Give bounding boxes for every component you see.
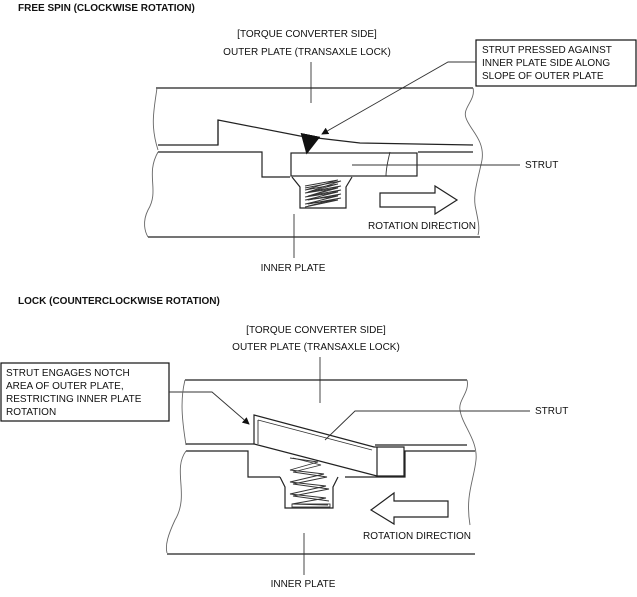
bottom-outer-plate-label: OUTER PLATE (TRANSAXLE LOCK) — [232, 342, 400, 353]
bottom-outer-plate — [181, 379, 477, 526]
bottom-rotation-label: ROTATION DIRECTION — [363, 531, 471, 542]
top-strut-label: STRUT — [525, 160, 558, 171]
top-outer-plate-label: OUTER PLATE (TRANSAXLE LOCK) — [223, 47, 391, 58]
bottom-callout-line-1: STRUT ENGAGES NOTCH — [6, 368, 130, 379]
top-callout-leader — [321, 61, 476, 135]
top-push-arrow-icon — [300, 132, 321, 155]
free-spin-diagram: FREE SPIN (CLOCKWISE ROTATION) [TORQUE C… — [18, 3, 637, 274]
free-spin-title: FREE SPIN (CLOCKWISE ROTATION) — [18, 3, 195, 14]
top-side-label: [TORQUE CONVERTER SIDE] — [237, 29, 377, 40]
top-callout-line-1: STRUT PRESSED AGAINST — [482, 45, 612, 56]
bottom-side-label: [TORQUE CONVERTER SIDE] — [246, 325, 386, 336]
top-callout-box — [475, 39, 637, 87]
top-inner-plate-label: INNER PLATE — [261, 263, 326, 274]
bottom-inner-plate — [165, 450, 475, 555]
bottom-callout: STRUT ENGAGES NOTCH AREA OF OUTER PLATE,… — [0, 362, 250, 425]
bottom-strut: STRUT — [253, 406, 568, 477]
bottom-callout-leader — [169, 391, 250, 425]
right-arrow-icon — [379, 184, 459, 216]
bottom-callout-line-2: AREA OF OUTER PLATE, — [6, 381, 124, 392]
bottom-inner-plate-label: INNER PLATE — [271, 579, 336, 590]
bottom-callout-box — [0, 362, 170, 422]
top-outer-plate — [152, 87, 483, 161]
bottom-callout-line-4: ROTATION — [6, 407, 56, 418]
lock-title: LOCK (COUNTERCLOCKWISE ROTATION) — [18, 296, 220, 307]
top-callout-line-3: SLOPE OF OUTER PLATE — [482, 71, 604, 82]
bottom-spring — [279, 457, 339, 509]
bottom-rotation: ROTATION DIRECTION — [363, 491, 471, 542]
top-rotation-label: ROTATION DIRECTION — [368, 221, 476, 232]
lock-diagram: LOCK (COUNTERCLOCKWISE ROTATION) [TORQUE… — [0, 296, 568, 590]
left-arrow-icon — [369, 491, 449, 526]
bottom-strut-leader — [324, 410, 530, 441]
bottom-callout-line-3: RESTRICTING INNER PLATE — [6, 394, 142, 405]
top-callout: STRUT PRESSED AGAINST INNER PLATE SIDE A… — [321, 39, 637, 135]
top-spring — [291, 176, 353, 209]
top-rotation: ROTATION DIRECTION — [368, 184, 476, 232]
top-strut: STRUT — [290, 151, 558, 177]
top-callout-line-2: INNER PLATE SIDE ALONG — [482, 58, 610, 69]
top-inner-plate — [144, 151, 483, 238]
bottom-strut-label: STRUT — [535, 406, 568, 417]
